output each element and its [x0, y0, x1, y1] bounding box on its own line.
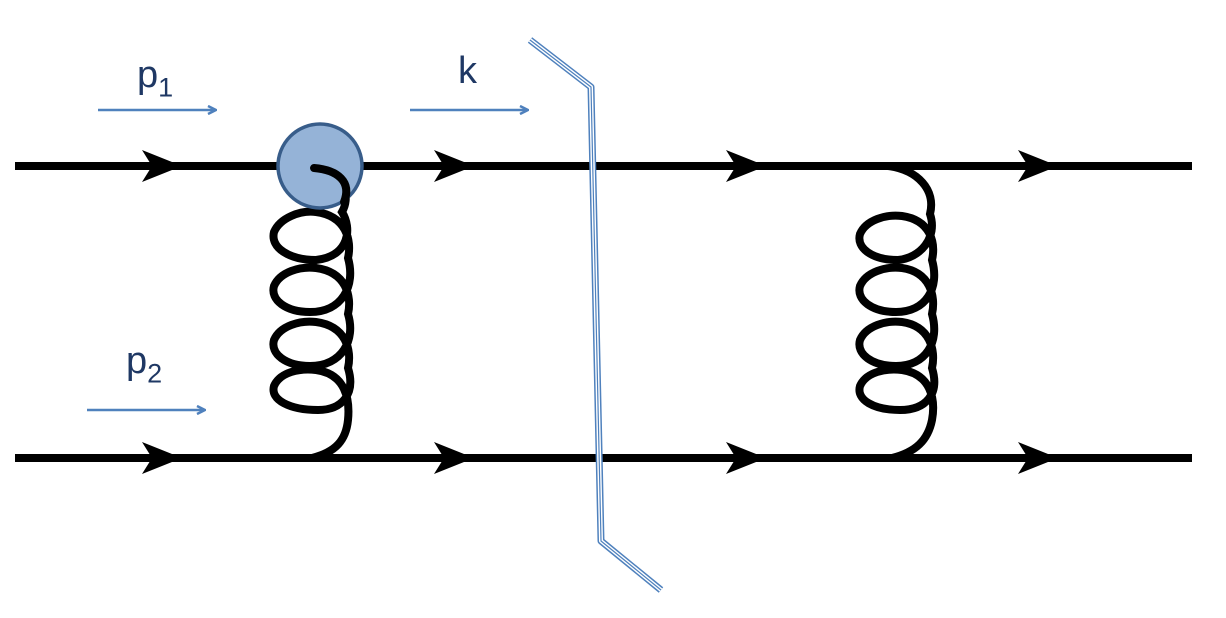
p2-subscript: 2	[147, 358, 163, 389]
flow-arrowhead	[726, 442, 766, 474]
right-gluon	[855, 162, 939, 462]
p2-base: p	[126, 340, 148, 382]
p1-label: p1	[137, 54, 173, 101]
flow-arrowhead	[726, 150, 766, 182]
upper-line-arrows	[142, 150, 1058, 182]
p2-label: p2	[126, 340, 162, 387]
flow-arrowhead	[142, 150, 182, 182]
flow-arrowhead	[434, 150, 474, 182]
flow-arrowhead	[434, 442, 474, 474]
left-gluon	[269, 166, 355, 462]
flow-arrowhead	[1018, 442, 1058, 474]
k-base: k	[458, 50, 477, 92]
lower-line-arrows	[142, 442, 1058, 474]
final-state-cut	[527, 37, 664, 593]
gluon-in-blob	[310, 164, 351, 206]
p1-subscript: 1	[158, 72, 174, 103]
flow-arrowhead	[142, 442, 182, 474]
k-label: k	[458, 52, 477, 90]
flow-arrowhead	[1018, 150, 1058, 182]
p1-base: p	[137, 54, 159, 96]
